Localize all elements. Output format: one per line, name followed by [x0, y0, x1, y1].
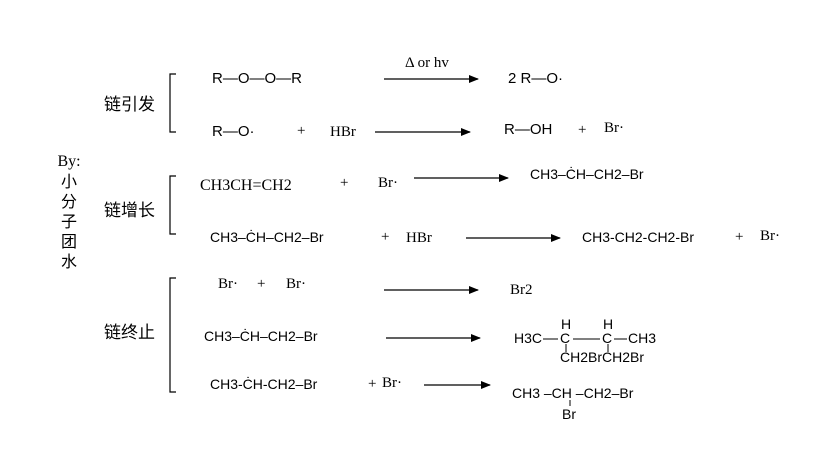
- author-char-3: 子: [60, 212, 77, 231]
- term-r2-reactant: CH3–ĊH–CH2–Br: [204, 328, 318, 344]
- term-r1-product: Br2: [510, 282, 533, 298]
- term-r3-reactant-a: CH3-ĊH-CH2–Br: [210, 376, 318, 392]
- prop-r2-plus1: +: [381, 229, 390, 245]
- author-block: By: 小 分 子 团 水: [56, 152, 82, 272]
- label-initiation: 链引发: [104, 95, 155, 115]
- prop-r2-product-a: CH3-CH2-CH2-Br: [582, 229, 695, 245]
- init-r1-product: 2 R—O·: [508, 70, 564, 87]
- term-r2-product-h1: H: [561, 316, 572, 332]
- label-termination: 链终止: [104, 323, 155, 343]
- prop-r1-reactant-a: CH3CH=CH2: [200, 177, 292, 194]
- prop-r2-plus2: +: [735, 229, 744, 245]
- init-r1-reactant: R—O—O—R: [212, 70, 302, 87]
- term-r3-product-chain: CH3 –CH –CH2–Br: [512, 385, 634, 401]
- prop-r2-reactant-b: HBr: [406, 230, 432, 246]
- term-r1-reactant-a: Br·: [218, 276, 238, 292]
- term-r3-reactant-b: Br·: [382, 375, 402, 391]
- label-propagation: 链增长: [104, 201, 155, 221]
- term-r1-plus1: +: [257, 276, 266, 292]
- init-r1-condition: Δ or hv: [405, 55, 449, 71]
- init-r2-plus2: +: [578, 122, 587, 138]
- author-char-4: 团: [60, 232, 77, 251]
- init-r2-reactant-b: HBr: [330, 124, 356, 140]
- term-r3-product-branch: Br: [562, 406, 576, 422]
- author-char-5: 水: [60, 252, 77, 271]
- prop-r2-product-b: Br·: [760, 228, 780, 244]
- term-r2-product-top-left: H3C: [514, 330, 543, 346]
- prop-r1-reactant-b: Br·: [378, 175, 398, 191]
- init-r2-product-a: R—OH: [504, 121, 553, 138]
- init-r2-plus1: +: [297, 123, 306, 139]
- bracket-propagation: [169, 175, 176, 235]
- bracket-termination: [169, 277, 176, 393]
- term-r1-reactant-b: Br·: [286, 276, 306, 292]
- author-by: By:: [57, 153, 81, 170]
- author-char-1: 小: [60, 172, 77, 191]
- prop-r1-plus1: +: [340, 175, 349, 191]
- term-r2-product-top-right: CH3: [628, 330, 657, 346]
- bracket-initiation: [169, 73, 176, 133]
- prop-r2-reactant-a: CH3–ĊH–CH2–Br: [210, 229, 324, 245]
- term-r2-product-bottom: CH2BrCH2Br: [560, 349, 645, 365]
- term-r2-product-c2: C: [602, 330, 613, 346]
- prop-r1-product: CH3–ĊH–CH2–Br: [530, 166, 644, 182]
- term-r2-product-c1: C: [560, 330, 571, 346]
- term-r3-plus1: +: [368, 376, 377, 392]
- term-r2-product-h2: H: [603, 316, 614, 332]
- init-r2-product-b: Br·: [604, 120, 624, 136]
- author-char-2: 分: [60, 192, 77, 211]
- init-r2-reactant-a: R—O·: [212, 123, 255, 140]
